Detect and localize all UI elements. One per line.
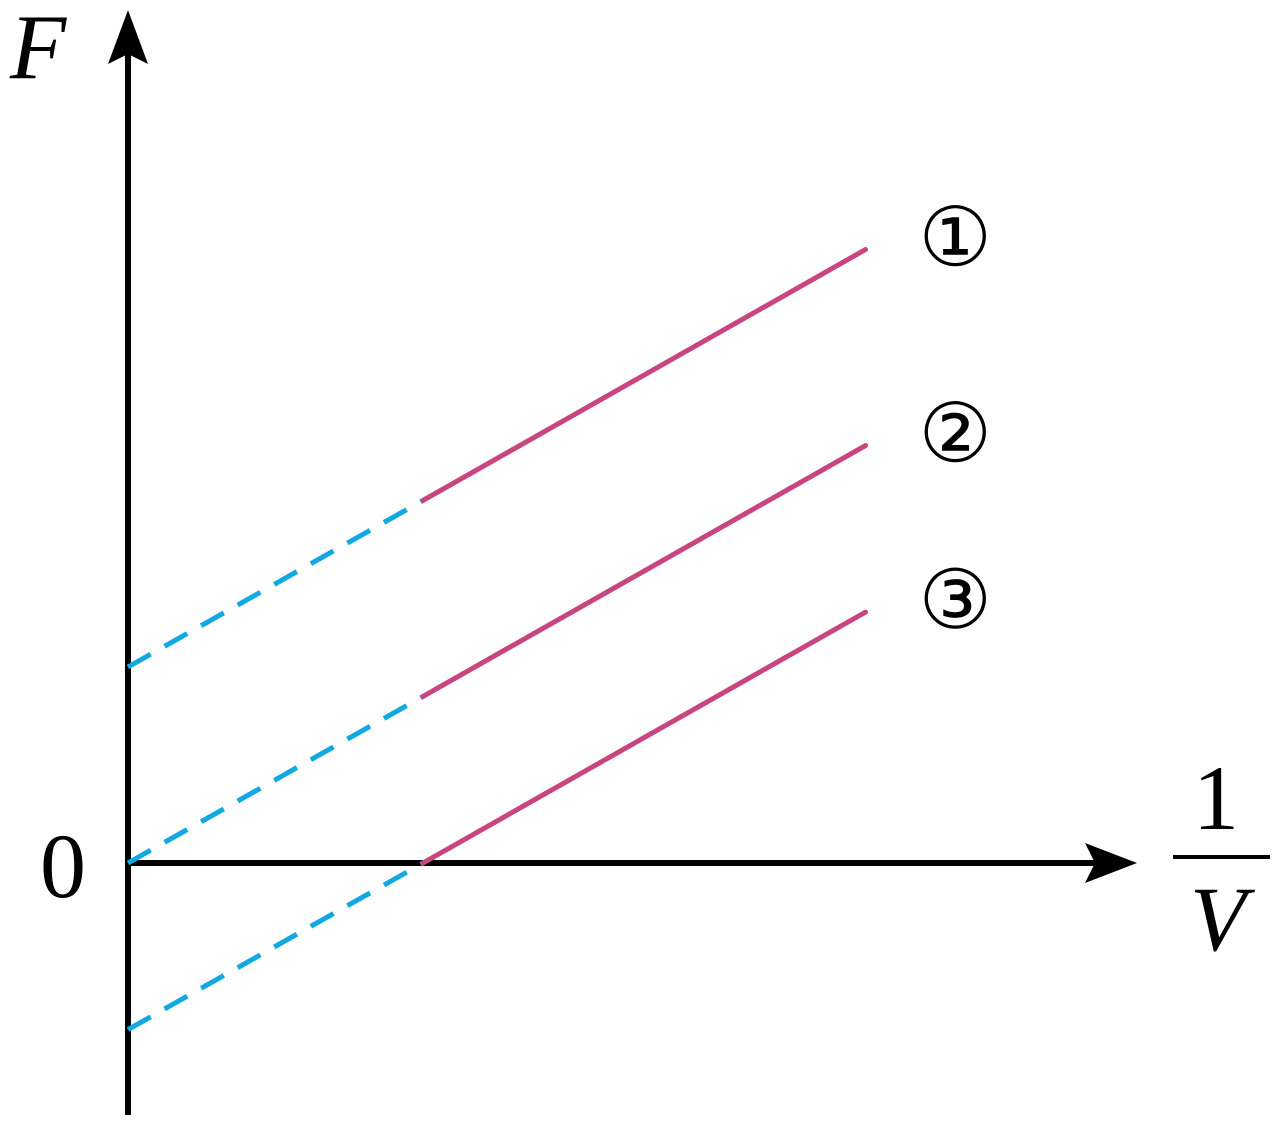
series-2-label: ② — [919, 387, 993, 482]
series-3-extrapolated-line — [126, 860, 425, 1032]
series-3-measured-line — [420, 609, 868, 866]
series-1-extrapolated-line — [126, 498, 425, 670]
origin-label: 0 — [40, 815, 86, 917]
series-1-label: ① — [919, 191, 993, 286]
series-layer: ① ② ③ — [126, 191, 993, 1032]
x-axis-label-denominator: V — [1190, 868, 1256, 970]
y-axis-label: F — [9, 0, 67, 98]
x-axis-arrow-icon — [1085, 843, 1137, 883]
x-axis-label-numerator: 1 — [1193, 747, 1239, 849]
series-3-label: ③ — [919, 553, 993, 648]
y-axis-arrow-icon — [108, 10, 148, 64]
series-2-measured-line — [420, 443, 868, 699]
series-2-extrapolated-line — [126, 694, 425, 866]
series-1-measured-line — [420, 247, 868, 503]
